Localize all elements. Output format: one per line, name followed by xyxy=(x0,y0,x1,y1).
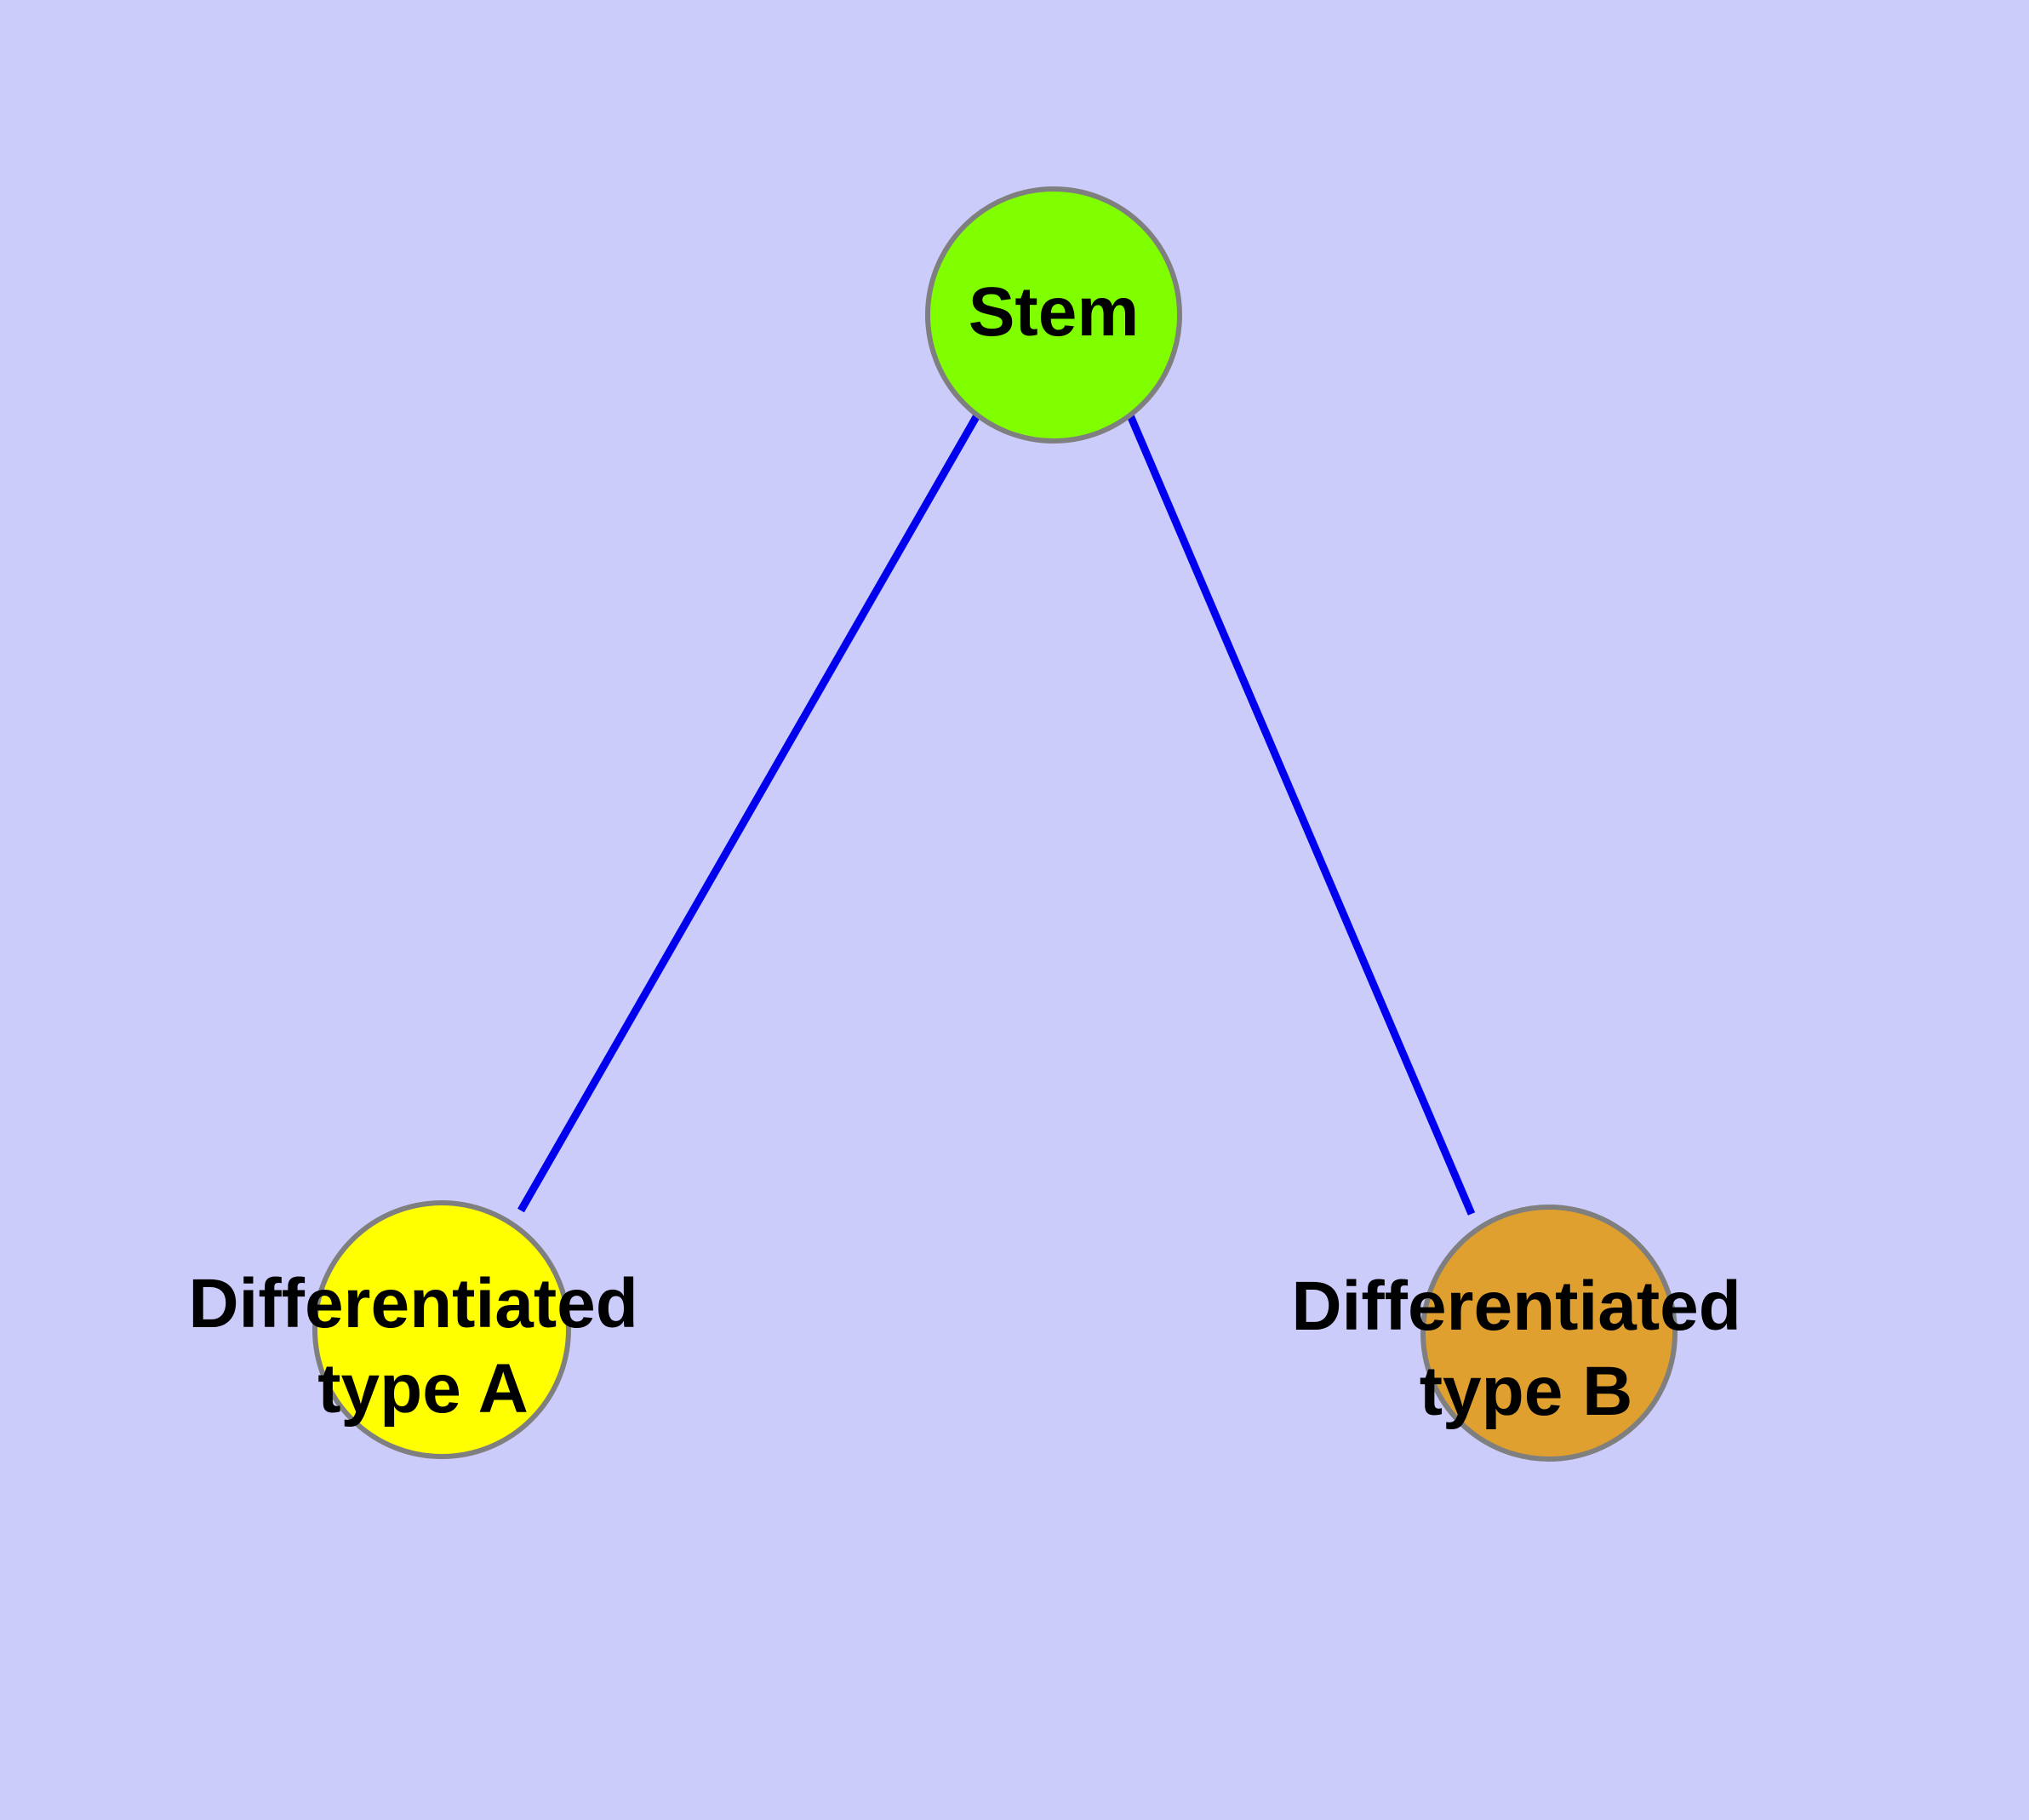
edge-group xyxy=(517,413,1476,1216)
edge-stem-to-diff-b[interactable] xyxy=(1126,414,1476,1216)
node-diff-b[interactable]: Differentiated type B xyxy=(1291,1205,1760,1462)
node-diff-b-label-line-2: type B xyxy=(1420,1353,1633,1430)
node-diff-b-label-line-1: Differentiated xyxy=(1291,1268,1741,1345)
edge-stem-to-diff-a[interactable] xyxy=(517,413,980,1213)
node-stem[interactable]: Stem xyxy=(925,186,1182,444)
node-diff-a[interactable]: Differentiated type A xyxy=(188,1200,657,1459)
node-stem-label: Stem xyxy=(969,273,1140,351)
node-diff-a-label: Differentiated type A xyxy=(188,1265,657,1428)
node-diff-a-label-line-1: Differentiated xyxy=(188,1265,638,1342)
node-stem-label-line-1: Stem xyxy=(969,273,1140,351)
node-diff-b-label: Differentiated type B xyxy=(1291,1268,1760,1430)
node-diff-b-circle[interactable] xyxy=(1420,1205,1677,1462)
node-stem-circle[interactable] xyxy=(925,186,1182,444)
node-diff-a-circle[interactable] xyxy=(312,1200,571,1459)
node-diff-a-label-line-2: type A xyxy=(317,1350,529,1428)
